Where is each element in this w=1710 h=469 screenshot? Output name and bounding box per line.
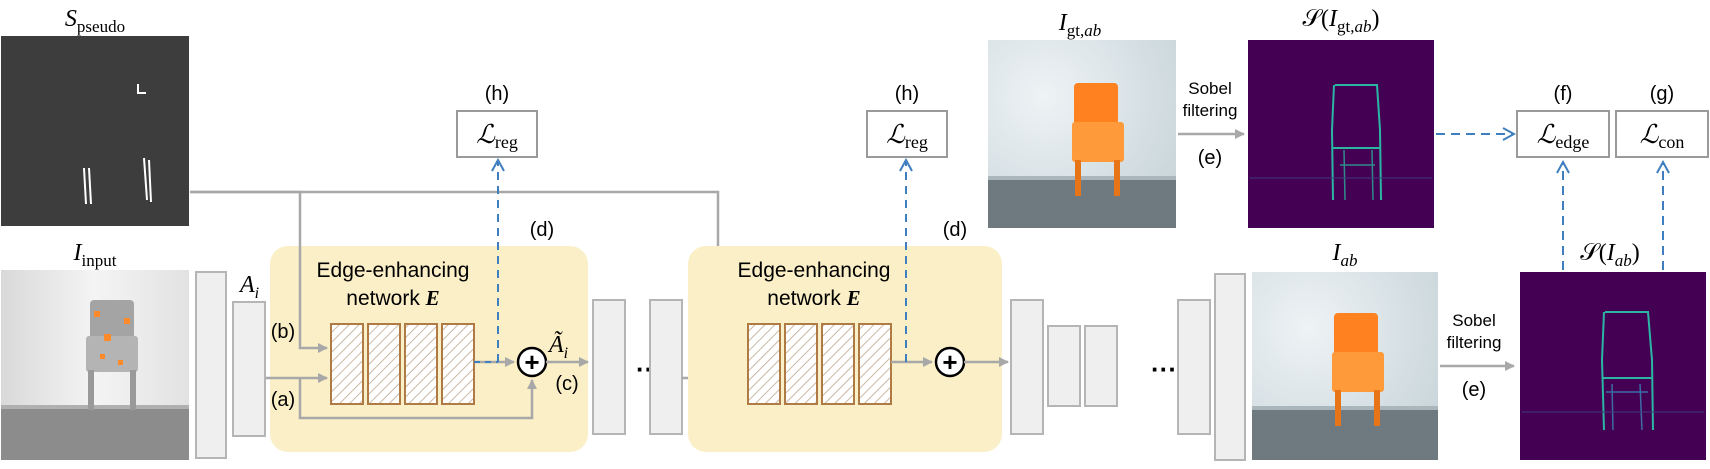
module-1-title-line1: Edge-enhancing bbox=[317, 259, 470, 282]
a-i-block bbox=[232, 301, 266, 437]
a-tilde-label: Ãi bbox=[547, 331, 568, 362]
decoder-block-4 bbox=[1177, 299, 1211, 435]
module-2-title-line1: Edge-enhancing bbox=[738, 259, 891, 282]
module-2-reg-tag: (h) bbox=[895, 83, 919, 105]
module-1-reg-tag: (h) bbox=[485, 83, 509, 105]
decoder-block-1 bbox=[1010, 299, 1044, 435]
con-loss-box bbox=[1615, 110, 1709, 158]
con-loss-tag: (g) bbox=[1650, 83, 1674, 105]
i-ab-image bbox=[1252, 272, 1438, 460]
label-b: (b) bbox=[271, 321, 295, 343]
s-ab-label: 𝒮(Iab) bbox=[1580, 240, 1640, 270]
module-1-plus: + bbox=[524, 347, 539, 377]
label-a: (a) bbox=[271, 389, 295, 411]
ellipsis-2: ··· bbox=[1151, 354, 1177, 384]
s-ab-image bbox=[1520, 272, 1706, 460]
module-2-reg-loss: ℒreg bbox=[886, 120, 928, 152]
module-1-reg-loss: ℒreg bbox=[476, 120, 518, 152]
s-gt-ab-label: 𝒮(Igt,ab) bbox=[1302, 6, 1379, 36]
mid-block-1 bbox=[592, 299, 626, 435]
sobel-1-line1: Sobel bbox=[1188, 79, 1231, 98]
decoder-block-2 bbox=[1047, 325, 1081, 407]
sobel-2-tag: (e) bbox=[1462, 379, 1486, 401]
s-pseudo-image bbox=[1, 36, 189, 226]
edge-loss-tag: (f) bbox=[1554, 83, 1573, 105]
sobel-1-tag: (e) bbox=[1198, 147, 1222, 169]
module-2-title-line2: network E bbox=[767, 286, 860, 310]
i-ab-label: Iab bbox=[1332, 240, 1358, 270]
i-gt-ab-image bbox=[988, 40, 1176, 228]
s-gt-ab-image bbox=[1248, 40, 1434, 228]
module-1-layers bbox=[330, 323, 475, 405]
i-input-image bbox=[1, 270, 189, 460]
module-1-tag: (d) bbox=[530, 219, 554, 241]
con-loss: ℒcon bbox=[1640, 120, 1685, 152]
s-pseudo-label: Spseudo bbox=[65, 6, 125, 36]
sobel-2-line1: Sobel bbox=[1452, 311, 1495, 330]
module-2-tag: (d) bbox=[943, 219, 967, 241]
decoder-block-3 bbox=[1084, 325, 1118, 407]
module-2-layers bbox=[747, 323, 892, 405]
i-input-label: Iinput bbox=[73, 240, 117, 270]
module-2-reg-box bbox=[866, 110, 948, 158]
a-i-label: Ai bbox=[238, 272, 259, 302]
label-c: (c) bbox=[555, 373, 578, 395]
module-2-plus: + bbox=[942, 347, 957, 377]
sobel-1-line2: filtering bbox=[1183, 101, 1238, 120]
module-1-title-line2: network E bbox=[346, 286, 439, 310]
mid-block-2 bbox=[649, 299, 683, 435]
sobel-2-line2: filtering bbox=[1447, 333, 1502, 352]
i-gt-ab-label: Igt,ab bbox=[1058, 10, 1101, 40]
edge-loss-box bbox=[1516, 110, 1610, 158]
edge-loss: ℒedge bbox=[1537, 120, 1590, 152]
encoder-block-1 bbox=[195, 271, 227, 459]
module-1-reg-box bbox=[456, 110, 538, 158]
decoder-block-5 bbox=[1214, 273, 1246, 461]
